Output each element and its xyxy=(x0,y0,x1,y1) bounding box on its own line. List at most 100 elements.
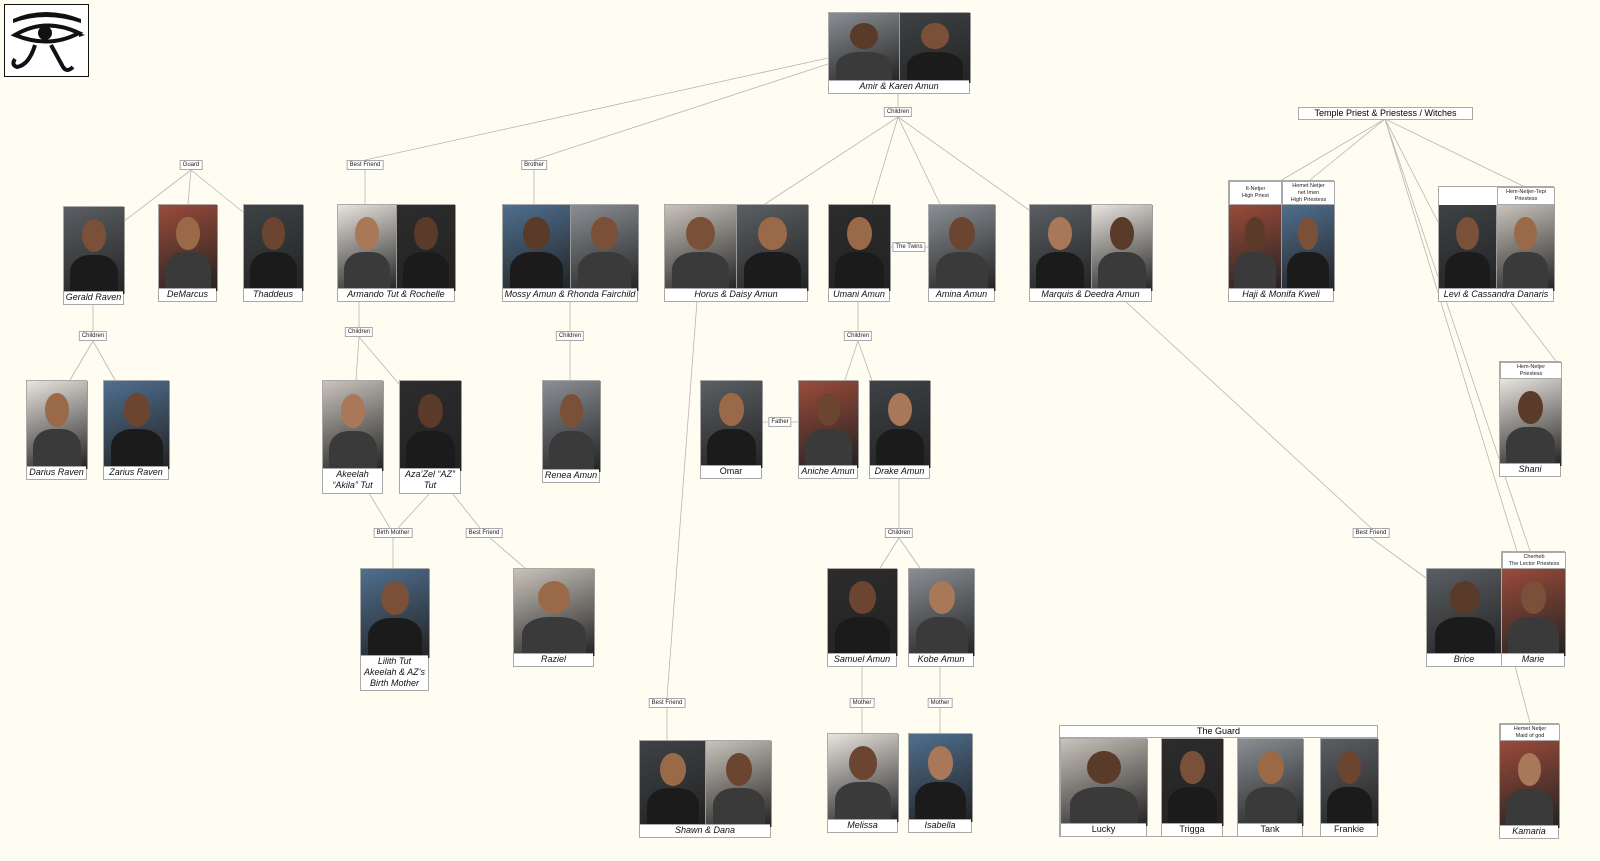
person-card-akeelah[interactable]: Akeelah “Akila” Tut xyxy=(322,380,384,494)
person-card-armando[interactable]: Armando Tut & Rochelle xyxy=(337,204,456,302)
person-name: Brice xyxy=(1427,653,1501,666)
person-card-azazel[interactable]: Aza’Zel “AZ” Tut xyxy=(399,380,462,494)
person-name: Aza’Zel “AZ” Tut xyxy=(400,468,460,493)
person-name: Lucky xyxy=(1061,823,1146,836)
portrait-photo xyxy=(1500,741,1560,828)
portrait-photo xyxy=(665,205,737,291)
connector-line xyxy=(1309,118,1386,181)
person-card-mossy[interactable]: Mossy Amun & Rhonda Fairchild xyxy=(502,204,639,302)
portrait-photo xyxy=(571,205,639,291)
relation-label-best-friend-armando: Best Friend xyxy=(346,160,384,170)
connector-line xyxy=(764,116,899,205)
relation-label-best-friend-brice: Best Friend xyxy=(1352,528,1390,538)
person-card-drake[interactable]: Drake Amun xyxy=(869,380,931,479)
eye-of-horus-logo xyxy=(4,4,89,77)
person-name: Tank xyxy=(1238,823,1302,836)
portrait-photo xyxy=(244,205,304,291)
person-card-amir[interactable]: Amir & Karen Amun xyxy=(828,12,971,94)
person-card-omar[interactable]: Omar xyxy=(700,380,763,479)
person-card-kobe[interactable]: Kobe Amun xyxy=(908,568,975,667)
person-card-shawn[interactable]: Shawn & Dana xyxy=(639,740,772,838)
person-name: Drake Amun xyxy=(870,465,929,478)
person-card-demarcus[interactable]: DeMarcus xyxy=(158,204,218,302)
person-card-melissa[interactable]: Melissa xyxy=(827,733,899,833)
relation-label-umani-children: Children xyxy=(843,331,873,341)
relation-label-father: Father xyxy=(768,417,792,427)
relation-label-best-friend-raziel: Best Friend xyxy=(465,528,503,538)
person-card-raziel[interactable]: Raziel xyxy=(513,568,595,667)
person-name: Levi & Cassandra Danaris xyxy=(1439,288,1553,301)
portrait-photo xyxy=(799,381,859,468)
person-card-samuel[interactable]: Samuel Amun xyxy=(827,568,898,667)
person-name: Frankie xyxy=(1321,823,1377,836)
connector-line xyxy=(1384,118,1526,188)
portrait-photo xyxy=(514,569,595,656)
relation-label-mother-melissa: Mother xyxy=(849,698,875,708)
relation-label-drake-children: Children xyxy=(884,528,914,538)
portrait-photo xyxy=(829,205,891,291)
portrait-photo xyxy=(909,734,973,822)
relation-label-armando-children: Children xyxy=(344,327,374,337)
person-card-tank[interactable]: Tank xyxy=(1237,738,1304,837)
connector-line xyxy=(1509,300,1557,362)
person-name: Darius Raven xyxy=(27,466,86,479)
connector-line xyxy=(190,169,244,213)
person-card-thaddeus[interactable]: Thaddeus xyxy=(243,204,304,302)
portrait-photo xyxy=(1321,739,1379,826)
portrait-photo xyxy=(397,205,456,291)
connector-line xyxy=(1124,300,1372,529)
person-card-isabella[interactable]: Isabella xyxy=(908,733,973,833)
portrait-photo xyxy=(1439,205,1497,291)
connector-line xyxy=(1384,118,1531,552)
connector-line xyxy=(1384,118,1439,223)
person-name: Marie xyxy=(1502,653,1564,666)
person-card-trigga[interactable]: Trigga xyxy=(1161,738,1224,837)
connector-line xyxy=(358,336,400,385)
relation-label-best-friend-shawn: Best Friend xyxy=(648,698,686,708)
person-name: Raziel xyxy=(514,653,593,666)
connector-line xyxy=(92,340,116,381)
person-card-aniche[interactable]: Aniche Amun xyxy=(798,380,859,479)
connector-line xyxy=(879,537,900,569)
relation-label-birth-mother: Birth Mother xyxy=(373,528,413,538)
portrait-photo xyxy=(1030,205,1092,291)
person-name: DeMarcus xyxy=(159,288,216,301)
person-card-lilith[interactable]: Lilith Tut Akeelah & AZ’s Birth Mother xyxy=(360,568,430,691)
portrait-photo xyxy=(1238,739,1304,826)
connector-line xyxy=(897,116,1030,211)
person-name: Samuel Amun xyxy=(828,653,896,666)
person-card-lucky[interactable]: Lucky xyxy=(1060,738,1148,837)
connector-line xyxy=(897,116,941,205)
person-card-renea[interactable]: Renea Amun xyxy=(542,380,601,483)
person-card-umani[interactable]: Umani Amun xyxy=(828,204,891,302)
portrait-photo xyxy=(400,381,462,471)
person-card-gerald[interactable]: Gerald Raven xyxy=(63,206,125,305)
portrait-photo xyxy=(159,205,218,291)
person-name: Lilith Tut Akeelah & AZ’s Birth Mother xyxy=(361,655,428,690)
portrait-photo xyxy=(64,207,125,294)
portrait-photo xyxy=(1229,205,1282,291)
connector-line xyxy=(1370,537,1427,579)
person-name: Umani Amun xyxy=(829,288,889,301)
portrait-photo xyxy=(1162,739,1224,826)
person-card-brice[interactable]: Brice xyxy=(1426,568,1503,667)
portrait-photo xyxy=(503,205,571,291)
person-card-marquis[interactable]: Marquis & Deedra Amun xyxy=(1029,204,1153,302)
group-label-temple: Temple Priest & Priestess / Witches xyxy=(1298,107,1473,120)
portrait-photo xyxy=(338,205,397,291)
portrait-photo xyxy=(1427,569,1503,656)
person-card-amina[interactable]: Amina Amun xyxy=(928,204,996,302)
portrait-photo xyxy=(900,13,971,83)
person-card-zarius[interactable]: Zarius Raven xyxy=(103,380,170,480)
person-name: Thaddeus xyxy=(244,288,302,301)
relation-label-mossy-children: Children xyxy=(555,331,585,341)
person-card-darius[interactable]: Darius Raven xyxy=(26,380,88,480)
person-card-frankie[interactable]: Frankie xyxy=(1320,738,1379,837)
portrait-photo xyxy=(929,205,996,291)
person-card-horus[interactable]: Horus & Daisy Amun xyxy=(664,204,809,302)
